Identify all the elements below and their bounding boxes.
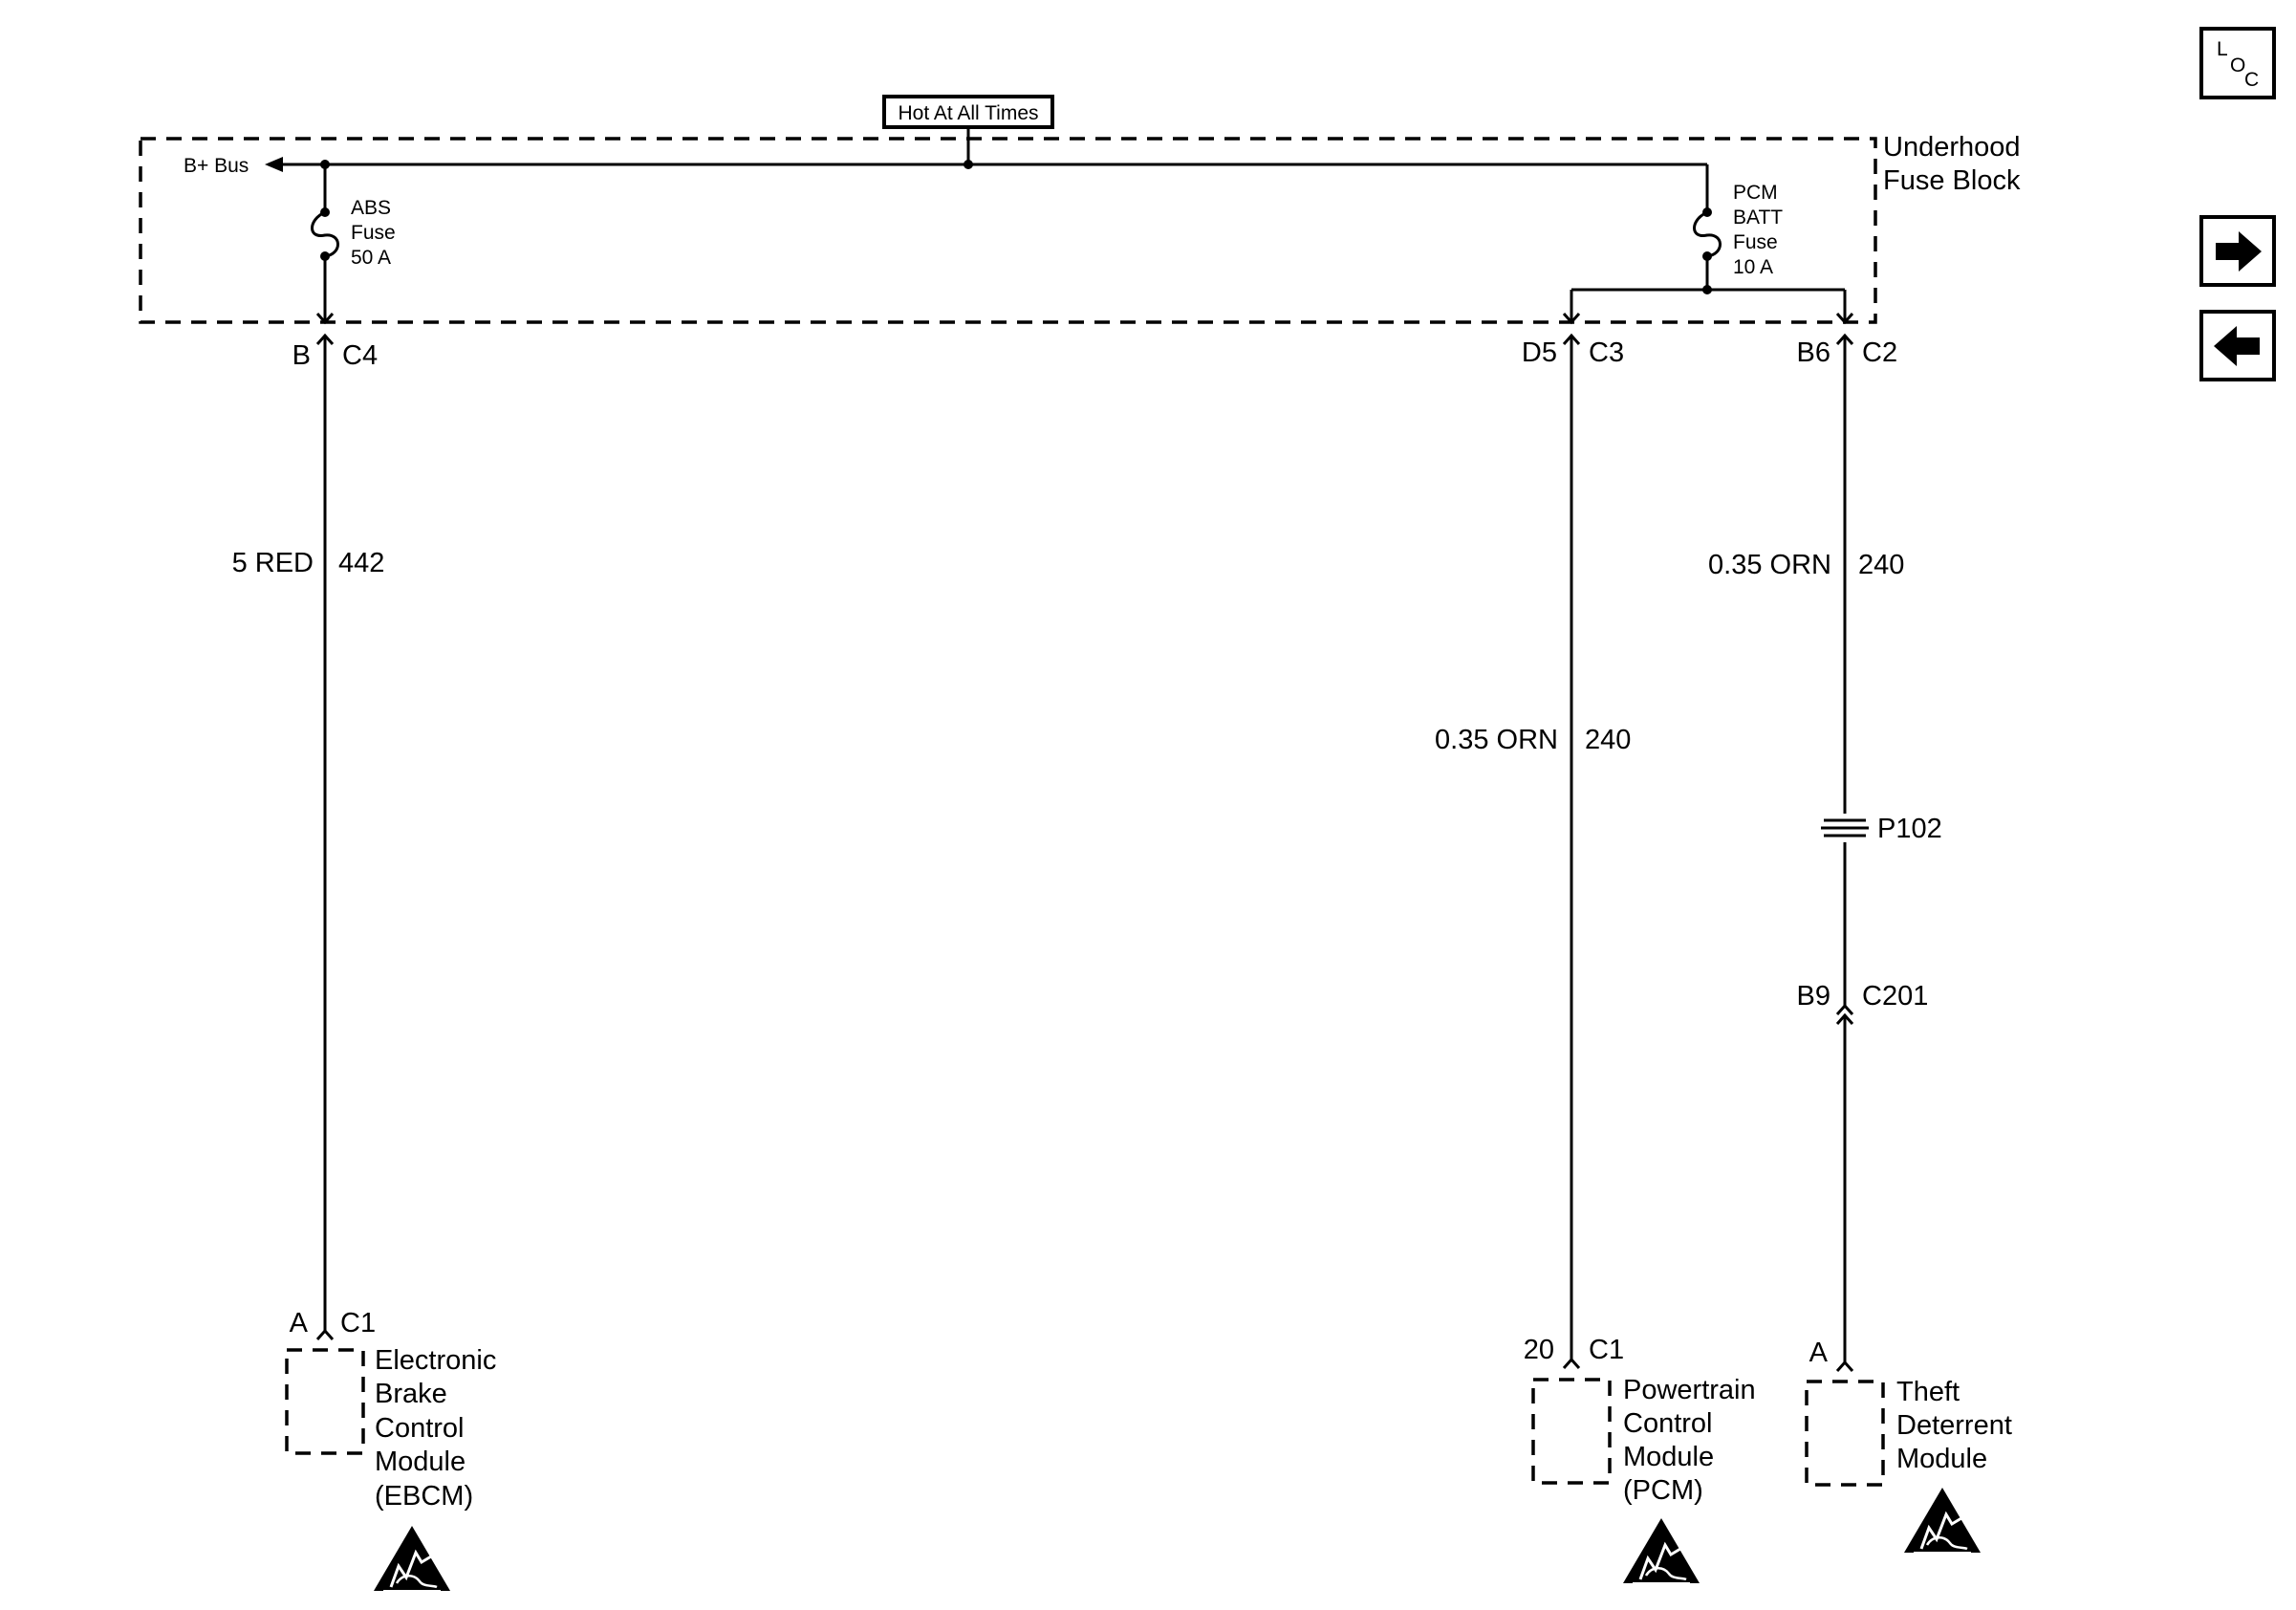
esd-warning-icon bbox=[372, 1524, 452, 1593]
p102-name: P102 bbox=[1877, 814, 1942, 844]
c2-name: C2 bbox=[1862, 337, 1897, 368]
abs-fuse-line1: ABS bbox=[351, 197, 391, 219]
c3-name: C3 bbox=[1589, 337, 1624, 368]
next-page-button[interactable] bbox=[2199, 215, 2276, 287]
tdm-line2: Deterrent bbox=[1896, 1410, 2012, 1441]
bus-arrow-icon bbox=[265, 157, 283, 172]
c4-pin: B bbox=[292, 340, 311, 371]
c2-pin: B6 bbox=[1797, 337, 1830, 368]
abs-fuse-line2: Fuse bbox=[351, 222, 396, 244]
ebcm-line4: Module bbox=[375, 1447, 466, 1477]
wire-240-pcm-circuit: 240 bbox=[1585, 725, 1631, 755]
pcm-line4: (PCM) bbox=[1623, 1475, 1703, 1506]
ebcm-module bbox=[285, 1348, 365, 1455]
arrow-right-icon bbox=[2216, 231, 2262, 272]
previous-page-button[interactable] bbox=[2199, 310, 2276, 381]
pcm-c1-pin: 20 bbox=[1524, 1335, 1554, 1365]
wire-442-circuit: 442 bbox=[338, 548, 384, 578]
pcm-line2: Control bbox=[1623, 1408, 1713, 1439]
pcm-fuse-line1: PCM bbox=[1733, 182, 1778, 204]
hot-at-all-times-label: Hot At All Times bbox=[882, 95, 1054, 129]
abs-fuse-icon bbox=[311, 210, 339, 258]
esd-warning-icon bbox=[1621, 1516, 1701, 1585]
splice-p102-icon bbox=[1821, 818, 1869, 838]
pcm-c1-name: C1 bbox=[1589, 1335, 1624, 1365]
esd-warning-icon bbox=[1902, 1486, 1982, 1555]
pcm-line3: Module bbox=[1623, 1442, 1714, 1472]
pcm-fuse-line3: Fuse bbox=[1733, 231, 1778, 253]
wire-442-gauge: 5 RED bbox=[232, 548, 314, 578]
pcm-fuse-line4: 10 A bbox=[1733, 256, 1773, 278]
tdm-pin: A bbox=[1809, 1338, 1829, 1368]
theft-deterrent-module bbox=[1805, 1380, 1885, 1487]
location-button[interactable]: L O C bbox=[2199, 27, 2276, 99]
svg-text:Hot At All Times: Hot At All Times bbox=[898, 102, 1038, 124]
c4-name: C4 bbox=[342, 340, 378, 371]
svg-text:O: O bbox=[2230, 54, 2245, 76]
ebcm-c1-name: C1 bbox=[340, 1308, 376, 1338]
pcm-module bbox=[1531, 1378, 1612, 1485]
ebcm-line3: Control bbox=[375, 1413, 465, 1444]
pcm-fuse-line2: BATT bbox=[1733, 207, 1783, 228]
tdm-line3: Module bbox=[1896, 1444, 1987, 1474]
svg-text:L: L bbox=[2217, 38, 2228, 60]
underhood-fuse-block bbox=[139, 137, 1877, 324]
ebcm-line5: (EBCM) bbox=[375, 1481, 473, 1512]
c201-pin: B9 bbox=[1797, 981, 1830, 1012]
abs-fuse-line3: 50 A bbox=[351, 247, 391, 269]
tdm-line1: Theft bbox=[1896, 1377, 1960, 1407]
pcm-line1: Powertrain bbox=[1623, 1375, 1756, 1405]
pcm-batt-fuse-icon bbox=[1693, 210, 1722, 258]
wire-240-tdm-gauge: 0.35 ORN bbox=[1708, 550, 1831, 580]
c201-name: C201 bbox=[1862, 981, 1928, 1012]
bus-label: B+ Bus bbox=[184, 155, 249, 177]
svg-text:C: C bbox=[2244, 69, 2259, 91]
wire-240-pcm-gauge: 0.35 ORN bbox=[1435, 725, 1558, 755]
c3-pin: D5 bbox=[1522, 337, 1557, 368]
ebcm-line2: Brake bbox=[375, 1379, 447, 1409]
fuse-block-name-line1: Underhood bbox=[1883, 132, 2021, 163]
fuse-block-name-line2: Fuse Block bbox=[1883, 165, 2021, 196]
arrow-left-icon bbox=[2214, 326, 2260, 366]
ebcm-line1: Electronic bbox=[375, 1345, 496, 1376]
wire-240-tdm-circuit: 240 bbox=[1858, 550, 1904, 580]
ebcm-c1-pin: A bbox=[290, 1308, 309, 1338]
